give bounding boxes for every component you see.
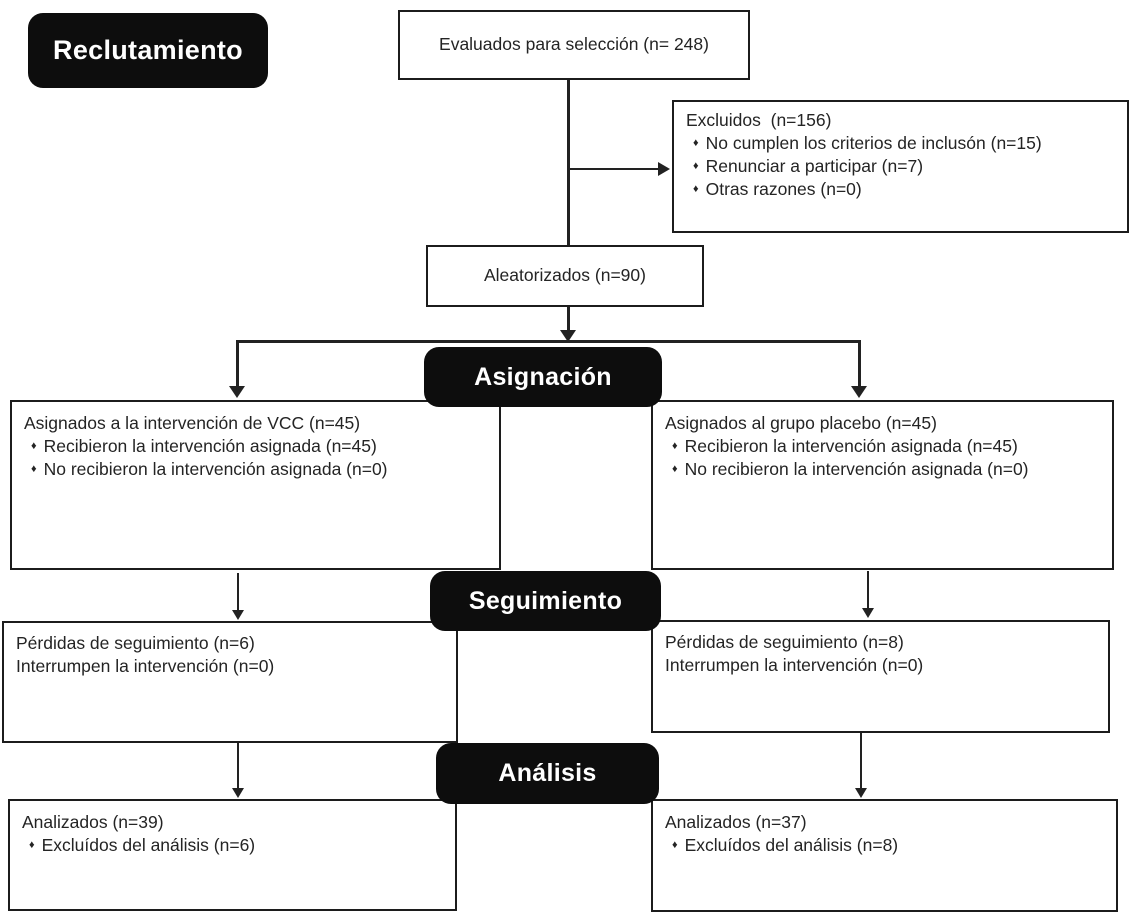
box-followup-right-line-2: Interrumpen la intervención (n=0) <box>665 655 924 676</box>
box-randomized: Aleatorizados (n=90) <box>426 245 704 307</box>
box-analysis-right-title: Analizados (n=37) <box>665 812 807 832</box>
stage-label-recruitment-text: Reclutamiento <box>53 35 243 65</box>
list-item: ♦ Excluídos del análisis (n=6) <box>22 834 447 857</box>
diamond-bullet-icon: ♦ <box>672 463 678 476</box>
line-followup-to-analysis-right <box>860 732 862 789</box>
diamond-bullet-icon: ♦ <box>31 463 37 476</box>
box-analysis-right: Analizados (n=37) ♦ Excluídos del anális… <box>651 799 1118 912</box>
line-allocation-branch <box>236 340 861 343</box>
list-item: ♦ No cumplen los criterios de inclusón (… <box>686 132 1119 155</box>
box-excluded-title: Excluidos (n=156) <box>686 110 832 130</box>
stage-label-allocation: Asignación <box>424 347 662 407</box>
arrowhead-analysis-left-icon <box>232 788 244 798</box>
list-item: ♦ No recibieron la intervención asignada… <box>24 458 491 481</box>
box-analysis-left: Analizados (n=39) ♦ Excluídos del anális… <box>8 799 457 911</box>
box-excluded-bullet-3: Otras razones (n=0) <box>705 179 862 200</box>
list-item: ♦ Recibieron la intervención asignada (n… <box>665 435 1104 458</box>
box-assessed: Evaluados para selección (n= 248) <box>398 10 750 80</box>
box-analysis-right-bullet-1: Excluídos del análisis (n=8) <box>684 835 899 856</box>
arrowhead-followup-right-icon <box>862 608 874 618</box>
line-followup-to-analysis-left <box>237 743 239 789</box>
list-item: ♦ No recibieron la intervención asignada… <box>665 458 1104 481</box>
box-followup-right: Pérdidas de seguimiento (n=8) Interrumpe… <box>651 620 1110 733</box>
box-excluded-bullet-2: Renunciar a participar (n=7) <box>705 156 924 177</box>
diamond-bullet-icon: ♦ <box>693 160 699 173</box>
arrowhead-excluded-icon <box>658 162 670 176</box>
box-excluded: Excluidos (n=156) ♦ No cumplen los crite… <box>672 100 1129 233</box>
arrowhead-analysis-right-icon <box>855 788 867 798</box>
line-branch-left-down <box>236 340 239 386</box>
box-allocation-right-title: Asignados al grupo placebo (n=45) <box>665 413 937 433</box>
list-item: ♦ Recibieron la intervención asignada (n… <box>24 435 491 458</box>
diamond-bullet-icon: ♦ <box>672 839 678 852</box>
box-allocation-left: Asignados a la intervención de VCC (n=45… <box>10 400 501 570</box>
stage-label-recruitment: Reclutamiento <box>28 13 268 88</box>
box-randomized-title: Aleatorizados (n=90) <box>484 265 646 286</box>
box-followup-left-line-2: Interrumpen la intervención (n=0) <box>16 656 275 677</box>
diamond-bullet-icon: ♦ <box>693 183 699 196</box>
stage-label-followup-text: Seguimiento <box>468 586 623 615</box>
line-excluded-branch <box>568 168 658 170</box>
box-allocation-right: Asignados al grupo placebo (n=45) ♦ Reci… <box>651 400 1114 570</box>
diamond-bullet-icon: ♦ <box>29 839 35 852</box>
box-followup-left: Pérdidas de seguimiento (n=6) Interrumpe… <box>2 621 458 743</box>
box-followup-right-line-1: Pérdidas de seguimiento (n=8) <box>665 632 904 652</box>
arrowhead-followup-left-icon <box>232 610 244 620</box>
box-assessed-title: Evaluados para selección (n= 248) <box>439 34 709 55</box>
stage-label-analysis-text: Análisis <box>498 759 597 787</box>
diamond-bullet-icon: ♦ <box>31 440 37 453</box>
box-excluded-bullet-1: No cumplen los criterios de inclusón (n=… <box>705 133 1042 154</box>
list-item: ♦ Renunciar a participar (n=7) <box>686 155 1119 178</box>
line-assessed-to-randomized <box>567 80 570 245</box>
list-item: ♦ Excluídos del análisis (n=8) <box>665 834 1108 857</box>
stage-label-analysis: Análisis <box>436 743 659 804</box>
line-randomized-down <box>567 307 570 331</box>
diamond-bullet-icon: ♦ <box>672 440 678 453</box>
stage-label-allocation-text: Asignación <box>474 362 612 391</box>
arrowhead-alloc-right-icon <box>851 386 867 398</box>
line-alloc-to-followup-left <box>237 573 239 611</box>
box-analysis-left-title: Analizados (n=39) <box>22 812 164 832</box>
line-branch-right-down <box>858 340 861 386</box>
arrowhead-randomized-icon <box>560 330 576 342</box>
diamond-bullet-icon: ♦ <box>693 137 699 150</box>
list-item: ♦ Otras razones (n=0) <box>686 178 1119 201</box>
box-followup-left-line-1: Pérdidas de seguimiento (n=6) <box>16 633 255 653</box>
box-allocation-left-title: Asignados a la intervención de VCC (n=45… <box>24 413 361 433</box>
box-allocation-left-bullet-2: No recibieron la intervención asignada (… <box>43 459 388 480</box>
box-allocation-left-bullet-1: Recibieron la intervención asignada (n=4… <box>43 436 377 457</box>
box-allocation-right-bullet-1: Recibieron la intervención asignada (n=4… <box>684 436 1018 457</box>
box-analysis-left-bullet-1: Excluídos del análisis (n=6) <box>41 835 256 856</box>
stage-label-followup: Seguimiento <box>430 571 661 631</box>
line-alloc-to-followup-right <box>867 571 869 609</box>
arrowhead-alloc-left-icon <box>229 386 245 398</box>
box-allocation-right-bullet-2: No recibieron la intervención asignada (… <box>684 459 1029 480</box>
